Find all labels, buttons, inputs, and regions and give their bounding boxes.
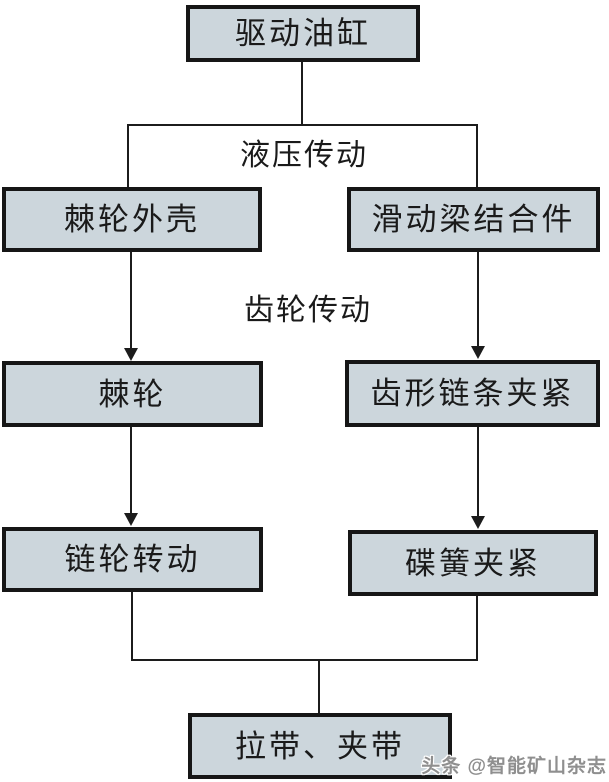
- connector-right-merge-drop: [476, 596, 478, 661]
- connector-top-stem: [301, 62, 303, 126]
- watermark-text: 头条 @智能矿山杂志: [421, 756, 607, 777]
- edge-label-hydraulic-drive: 液压传动: [240, 139, 368, 172]
- node-ratchet-housing: 棘轮外壳: [2, 187, 262, 252]
- arrow-sliding-beam-to-chain-clamp-shaft: [477, 252, 479, 348]
- node-toothed-chain-clamp: 齿形链条夹紧: [345, 360, 600, 427]
- connector-right-drop: [476, 124, 478, 188]
- arrow-down-icon: [124, 348, 138, 361]
- arrow-ratchet-to-sprocket-shaft: [130, 427, 132, 515]
- arrow-ratchet-housing-to-ratchet-shaft: [130, 252, 132, 350]
- connector-left-drop: [127, 124, 129, 188]
- node-sprocket-rotation: 链轮转动: [2, 527, 263, 592]
- connector-branch-horizontal: [127, 124, 478, 126]
- arrow-chain-clamp-to-disc-spring-shaft: [477, 427, 479, 518]
- connector-left-merge-drop: [131, 592, 133, 661]
- node-drive-cylinder: 驱动油缸: [186, 5, 420, 62]
- arrow-down-icon: [471, 346, 485, 359]
- edge-label-gear-drive: 齿轮传动: [244, 294, 372, 327]
- node-disc-spring-clamp: 碟簧夹紧: [348, 530, 598, 596]
- connector-merge-horizontal: [131, 659, 478, 661]
- node-sliding-beam-assembly: 滑动梁结合件: [347, 187, 600, 252]
- arrow-down-icon: [124, 513, 138, 526]
- arrow-down-icon: [471, 516, 485, 529]
- node-ratchet: 棘轮: [2, 361, 263, 427]
- connector-bottom-stem: [318, 659, 320, 714]
- node-belt-pull-and-clamp: 拉带、夹带: [188, 713, 452, 779]
